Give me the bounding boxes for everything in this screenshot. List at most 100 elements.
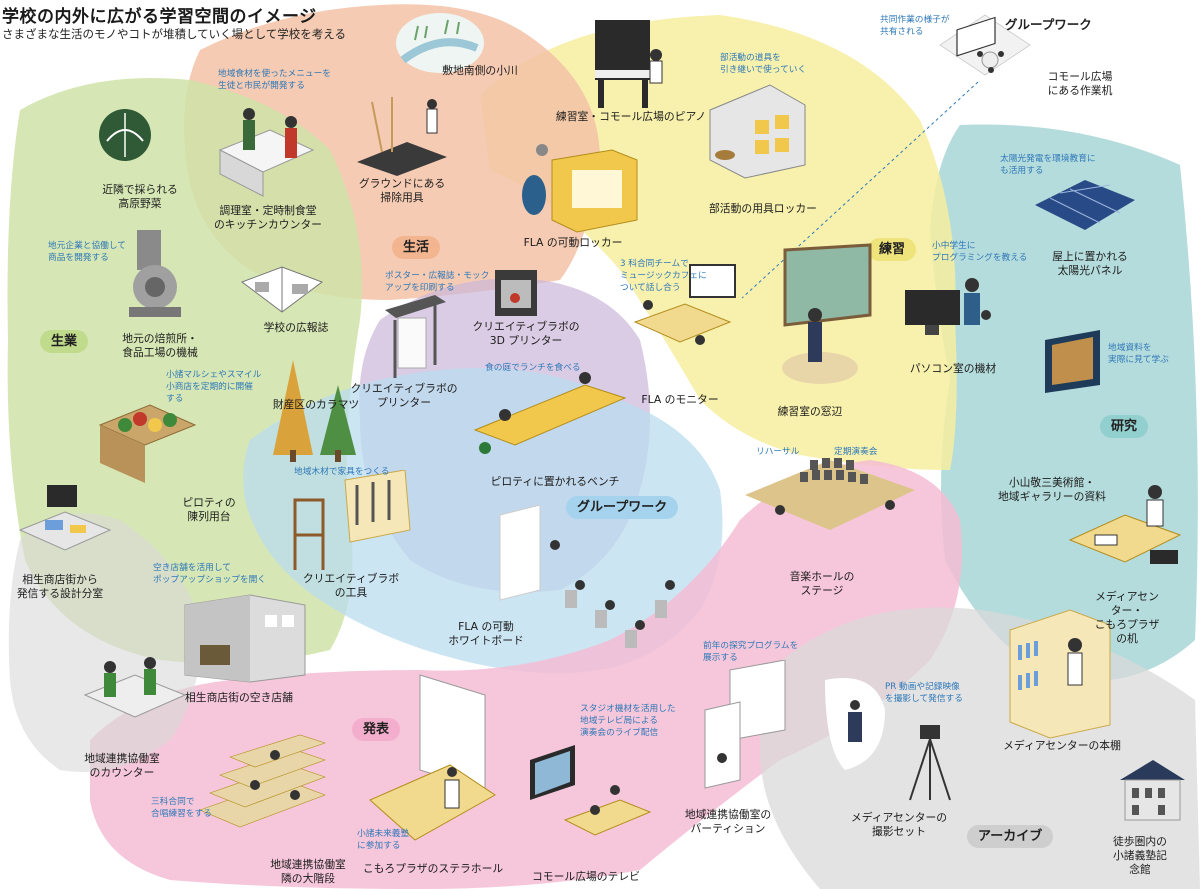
caption-printer: クリエイティブラボの プリンター: [350, 382, 458, 409]
caption-kitchen: 調理室・定時制食堂 のキッチンカウンター: [214, 204, 322, 231]
zone-area-group: [243, 368, 723, 674]
caption-fla-monitor: FLA のモニター: [641, 393, 719, 406]
cleaning-tools-illustration: [357, 97, 447, 176]
note-tv: スタジオ機材を活用した 地域テレビ局による 演奏会のライブ配信: [580, 704, 676, 738]
caption-locker-bukatsu: 部活動の用具ロッカー: [709, 202, 817, 215]
note-stella: 小諸未来義塾 に参加する: [357, 829, 410, 851]
caption-satsuei: メディアセンターの 撮影セット: [850, 811, 948, 838]
note-solar: 太陽光発電を環境教育に も活用する: [1000, 154, 1096, 176]
caption-hall: 音楽ホールの ステージ: [789, 570, 855, 597]
3d-printer-illustration: [495, 270, 537, 316]
note-printer: ポスター・広報誌・モック アップを印刷する: [385, 271, 490, 293]
whiteboard-illustration: [499, 505, 675, 648]
note-kitchen: 地域食材を使ったメニューを 生徒と市民が開発する: [218, 69, 331, 91]
caption-kinenkan: 徒歩圏内の 小諸義塾記念館: [1113, 835, 1167, 876]
zone-label-renshu: 練習: [868, 238, 917, 261]
caption-tv: コモール広場のテレビ: [532, 870, 640, 883]
bookshelf-illustration: [1009, 609, 1111, 739]
solar-panel-illustration: [1035, 180, 1135, 230]
page-subtitle: さまざまな生活のモノやコトが堆積していく場として学校を考える: [2, 27, 346, 41]
note-museum: 地域資料を 実際に見て学ぶ: [1108, 343, 1169, 365]
caption-pc: パソコン室の機材: [909, 362, 997, 375]
caption-kogu: クリエイティブラボ の工具: [302, 572, 400, 599]
market-stand-illustration: [98, 404, 197, 483]
caption-kohoshi: 学校の広報誌: [263, 321, 329, 334]
caption-3dprinter: クリエイティブラボの 3D プリンター: [472, 320, 580, 347]
group-work-panel-note: 共同作業の様子が 共有される: [880, 15, 950, 37]
note-fla-monitor: 3 科合同チームで ミュージックカフェに ついて話し合う: [620, 259, 707, 293]
caption-madobe: 練習室の窓辺: [777, 405, 843, 418]
stream-illustration: [396, 13, 484, 73]
note-akitenpo: 空き店舗を活用して ポップアップショップを開く: [153, 563, 266, 585]
caption-ogawa: 敷地南側の小川: [442, 64, 518, 77]
large-printer-illustration: [385, 295, 446, 378]
dotted-share-line: [741, 81, 979, 299]
kitchen-counter-illustration: [218, 108, 315, 197]
stairs-illustration: [199, 734, 326, 828]
roaster-machine-illustration: [129, 230, 181, 317]
design-office-illustration: [18, 485, 112, 551]
caption-whiteboard: FLA の可動 ホワイトボード: [448, 620, 524, 647]
caption-media-desk: メディアセンター・ こもろプラザの机: [1094, 590, 1160, 645]
bench-illustration: [473, 372, 627, 454]
caption-fla-locker: FLA の可動ロッカー: [523, 236, 623, 249]
stella-hall-illustration: [369, 674, 496, 841]
note-satsuei: PR 動画や記録映像 を撮影して発信する: [885, 682, 963, 704]
counter-illustration: [83, 657, 187, 718]
tools-illustration: [293, 470, 411, 570]
camera-set-illustration: [825, 678, 951, 801]
caption-baisen: 地元の焙煎所・ 食品工場の機械: [122, 332, 198, 359]
note-karamatsu: 地域木材で家具をつくる: [294, 467, 390, 477]
zone-label-happyo: 発表: [352, 718, 401, 741]
zone-label-seisan: 生業: [40, 330, 89, 353]
caption-kaidan: 地域連携協働室 隣の大階段: [270, 858, 346, 885]
larch-tree-illustration: [273, 360, 356, 462]
caption-sekkei: 相生商店街から 発信する設計分室: [16, 573, 104, 600]
note-piloti-dai: 小諸マルシェやスマイル 小商店を定期的に開催 する: [166, 370, 262, 404]
caption-counter: 地域連携協働室 のカウンター: [84, 752, 160, 779]
practice-window-illustration: [782, 243, 872, 384]
caption-akitenpo: 相生商店街の空き店舗: [185, 691, 293, 704]
zone-label-seikatsu: 生活: [392, 236, 441, 259]
caption-museum: 小山敬三美術館・ 地域ギャラリーの資料: [998, 476, 1106, 503]
note-partition: 前年の探究プログラムを 展示する: [703, 641, 799, 663]
fla-locker-illustration: [522, 144, 638, 233]
zone-label-group: グループワーク: [566, 496, 679, 519]
caption-piano: 練習室・コモール広場のピアノ: [555, 110, 707, 123]
caption-hondana: メディアセンターの本棚: [1003, 739, 1121, 752]
note-hall: リハーサル 定期演奏会: [756, 447, 878, 457]
caption-solar: 屋上に置かれる 太陽光パネル: [1052, 250, 1128, 277]
pc-room-illustration: [905, 278, 991, 335]
caption-karamatsu: 財産区のカラマツ: [272, 398, 360, 411]
caption-piloti-dai: ピロティの 陳列用台: [182, 496, 236, 523]
zone-label-kenkyu: 研究: [1100, 415, 1149, 438]
caption-yasai: 近隣で採られる 高原野菜: [102, 183, 178, 210]
concert-hall-illustration: [745, 458, 915, 530]
group-work-panel-caption: コモール広場 にある作業机: [1047, 70, 1113, 97]
magazine-illustration: [240, 266, 324, 313]
caption-partition: 地域連携協働室の パーティション: [684, 808, 772, 835]
tv-illustration: [530, 745, 652, 836]
vacant-shop-illustration: [184, 594, 306, 683]
partition-illustration: [704, 660, 786, 789]
cabbage-illustration: [99, 109, 151, 161]
club-locker-illustration: [709, 84, 806, 179]
caption-bench: ピロティに置かれるベンチ: [490, 475, 620, 488]
caption-soji: グラウンドにある 掃除用具: [358, 177, 446, 204]
group-work-panel-illustration: [939, 14, 1031, 76]
caption-stella: こもろプラザのステラホール: [362, 862, 504, 875]
piano-illustration: [595, 20, 663, 108]
museum-painting-illustration: [1045, 330, 1100, 393]
zone-label-archive: アーカイブ: [967, 825, 1054, 848]
fla-monitor-illustration: [633, 264, 736, 345]
group-work-panel-label: グループワーク: [1005, 17, 1092, 32]
page-title: 学校の内外に広がる学習空間のイメージ: [2, 7, 317, 27]
note-locker-bukatsu: 部活動の道具を 引き継いで使っていく: [720, 53, 807, 75]
note-kaidan: 三科合同で 合唱練習をする: [151, 797, 212, 819]
memorial-hall-illustration: [1120, 760, 1185, 821]
note-bench: 食の庭でランチを食べる: [485, 363, 581, 373]
note-pc: 小中学生に プログラミングを教える: [932, 241, 1028, 263]
study-desk-illustration: [1068, 485, 1182, 564]
note-baisen: 地元企業と協働して 商品を開発する: [48, 241, 126, 263]
